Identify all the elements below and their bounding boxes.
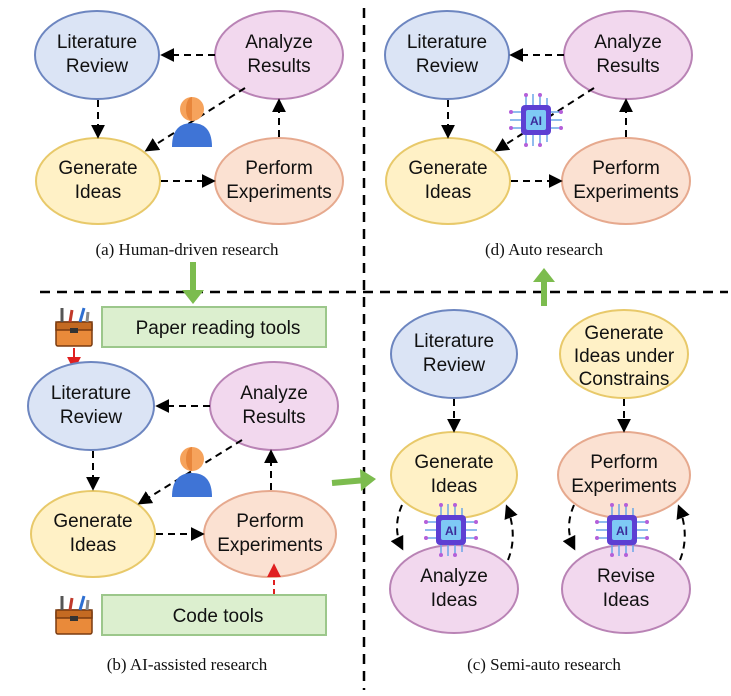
node-label-line-2: Review: [60, 407, 123, 428]
node-analyze-results: [209, 361, 339, 451]
node-label-line-1: Generate: [58, 158, 137, 179]
code-tools-label: Code tools: [173, 606, 264, 627]
node-label-line-1: Perform: [590, 452, 658, 473]
arrow: [676, 504, 690, 561]
ai-chip-label: AI: [445, 524, 457, 538]
panel-b: Paper reading tools Literature Review An…: [27, 306, 339, 674]
node-label-line-2: Ideas under: [574, 346, 675, 367]
node-label-line-1: Perform: [592, 158, 660, 179]
node-analyze-results: [563, 10, 693, 100]
arrow: [144, 87, 246, 152]
panel-a: Literature Review Analyze Results Genera…: [34, 10, 344, 259]
caption-b: (b) AI-assisted research: [107, 655, 268, 674]
panel-c: Literature Review Generate Ideas Analyze…: [389, 309, 691, 674]
node-generate-ideas: [35, 137, 161, 225]
node-label-line-1: Generate: [584, 323, 663, 344]
node-label-line-1: Literature: [414, 331, 494, 352]
toolbox-icon: [54, 306, 94, 348]
toolbox-icon: [54, 594, 94, 636]
node-analyze-ideas: [389, 544, 519, 634]
arrow: [562, 504, 576, 551]
green-arrow-head: [360, 469, 376, 491]
code-tools-box: [101, 594, 327, 636]
node-literature-review: [27, 361, 155, 451]
node-perform-experiments: [557, 431, 691, 519]
node-label-line-2: Experiments: [573, 182, 679, 203]
node-label-line-2: Ideas: [431, 590, 477, 611]
node-label-line-2: Review: [66, 56, 129, 77]
node-perform-experiments: [561, 137, 691, 225]
node-revise-ideas: [561, 544, 691, 634]
node-label-line-2: Results: [247, 56, 310, 77]
node-label-line-1: Generate: [414, 452, 493, 473]
node-label-line-2: Experiments: [571, 476, 677, 497]
node-label-line-2: Review: [423, 355, 486, 376]
caption-a: (a) Human-driven research: [95, 240, 279, 259]
person-icon: [172, 447, 212, 497]
node-label-line-1: Analyze: [594, 32, 662, 53]
node-label-line-2: Ideas: [425, 182, 471, 203]
paper-tools-box: [101, 306, 327, 348]
node-label-line-2: Ideas: [603, 590, 649, 611]
node-label-line-2: Experiments: [226, 182, 332, 203]
node-perform-experiments: [214, 137, 344, 225]
green-arrow-head: [182, 290, 204, 304]
node-label-line-1: Literature: [57, 32, 137, 53]
node-generate-ideas: [30, 490, 156, 578]
node-generate-ideas-under-constrains: [559, 309, 689, 399]
caption-c: (c) Semi-auto research: [467, 655, 621, 674]
node-label-line-2: Ideas: [431, 476, 477, 497]
paper-tools-label: Paper reading tools: [136, 318, 301, 339]
node-label-line-2: Experiments: [217, 535, 323, 556]
green-arrow-head: [533, 268, 555, 282]
node-generate-ideas: [385, 137, 511, 225]
node-label-line-2: Ideas: [75, 182, 121, 203]
node-label-line-1: Analyze: [245, 32, 313, 53]
node-label-line-1: Generate: [408, 158, 487, 179]
node-label-line-1: Literature: [407, 32, 487, 53]
node-perform-experiments: [203, 490, 337, 578]
node-label-line-1: Analyze: [240, 383, 308, 404]
node-label-line-1: Literature: [51, 383, 131, 404]
node-label-line-3: Constrains: [579, 369, 670, 390]
node-analyze-results: [214, 10, 344, 100]
ai-chip-label: AI: [530, 114, 542, 128]
node-literature-review: [34, 10, 160, 100]
panel-d: Literature Review Analyze Results Genera…: [384, 10, 693, 259]
node-literature-review: [390, 309, 518, 399]
green-arrow-icon: [331, 477, 367, 486]
node-label-line-1: Perform: [236, 511, 304, 532]
node-label-line-1: Analyze: [420, 566, 488, 587]
arrow: [137, 439, 243, 505]
node-literature-review: [384, 10, 510, 100]
node-label-line-2: Results: [596, 56, 659, 77]
node-label-line-2: Review: [416, 56, 479, 77]
arrow: [504, 504, 518, 561]
node-label-line-1: Perform: [245, 158, 313, 179]
arrow: [390, 504, 404, 551]
node-label-line-1: Revise: [597, 566, 655, 587]
caption-d: (d) Auto research: [485, 240, 604, 259]
node-label-line-2: Ideas: [70, 535, 116, 556]
node-label-line-1: Generate: [53, 511, 132, 532]
node-label-line-2: Results: [242, 407, 305, 428]
ai-chip-label: AI: [616, 524, 628, 538]
